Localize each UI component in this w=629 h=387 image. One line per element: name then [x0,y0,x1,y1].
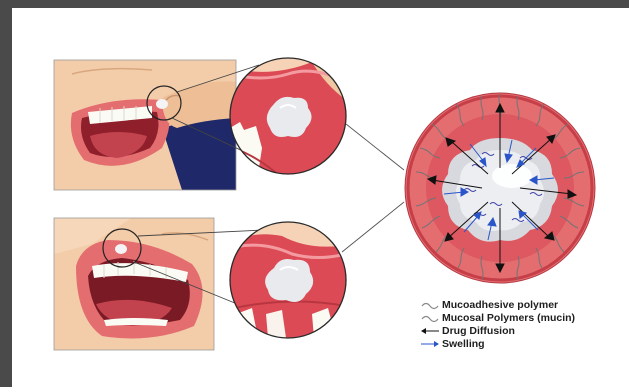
legend: Mucoadhesive polymer Mucosal Polymers (m… [420,298,575,350]
wavy-line-icon [420,313,442,323]
legend-label: Mucosal Polymers (mucin) [442,312,575,324]
arrow-left-icon [420,326,442,336]
legend-item-mucoadhesive-polymer: Mucoadhesive polymer [420,298,575,311]
legend-label: Mucoadhesive polymer [442,299,558,311]
arrow-right-icon [420,339,442,349]
zoom-mucosa-top [230,58,352,178]
wavy-line-icon [420,300,442,310]
panel-face-top [54,60,236,190]
legend-item-mucosal-polymers: Mucosal Polymers (mucin) [420,311,575,324]
legend-label: Swelling [442,338,485,350]
legend-item-drug-diffusion: Drug Diffusion [420,324,575,337]
zoom-mucosa-bottom [230,222,352,338]
panel-face-bottom [54,218,214,350]
legend-item-swelling: Swelling [420,337,575,350]
legend-label: Drug Diffusion [442,325,515,337]
mechanism-circle [405,93,595,283]
slide-canvas: Mucoadhesive polymer Mucosal Polymers (m… [12,8,629,387]
